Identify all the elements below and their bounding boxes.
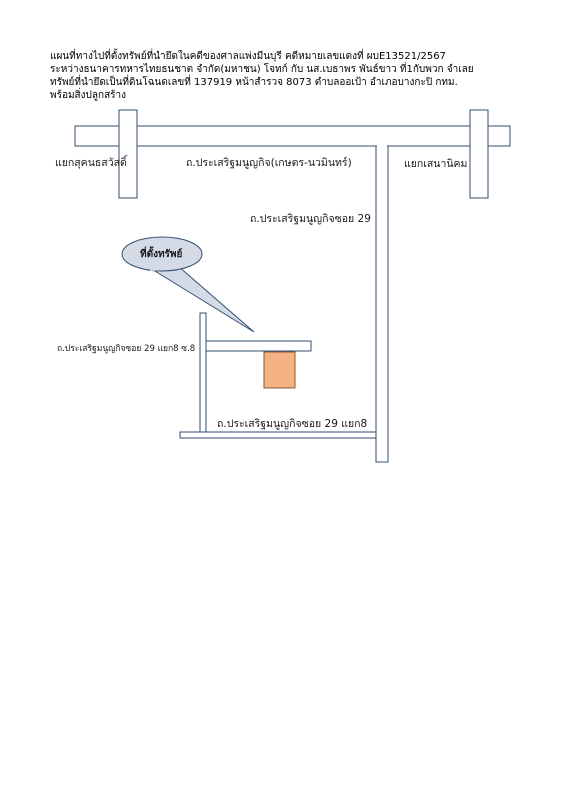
callout-label: ที่ตั้งทรัพย์ [140,249,183,260]
soi-29-label: ถ.ประเสริฐมนูญกิจซอย 29 [250,213,371,225]
header-line-4: พร้อมสิ่งปลูกสร้าง [50,90,127,101]
soi-8-road [199,312,207,433]
soi-29-yaek-8-road [179,431,377,439]
right-intersection-label: แยกเสนานิคม [404,158,468,170]
header-line-3: ทรัพย์ที่นำยึดเป็นที่ดินโฉนดเลขที่ 13791… [50,77,458,88]
soi-29-road [375,145,389,463]
main-road [74,125,511,147]
soi-29-yaek-8-so-8-label: ถ.ประเสริฐมนูญกิจซอย 29 แยก8 ซ.8 [57,344,196,354]
right-cross-road [469,109,489,199]
property-access-road [205,340,312,352]
document-header: แผนที่ทางไปที่ตั้งทรัพย์ที่นำยึดในคดีของ… [50,50,520,102]
header-line-2: ระหว่างธนาคารทหารไทยธนชาต จำกัด(มหาชน) โ… [50,64,474,75]
main-road-label: ถ.ประเสริฐมนูญกิจ(เกษตร-นวมินทร์) [186,157,352,169]
header-line-1: แผนที่ทางไปที่ตั้งทรัพย์ที่นำยึดในคดีของ… [50,51,446,62]
property-marker [263,351,296,389]
soi-29-yaek-8-label: ถ.ประเสริฐมนูญกิจซอย 29 แยก8 [217,418,368,430]
callout-bubble [121,236,203,272]
left-intersection-label: แยกสุคนธสวัสดิ์ [55,157,127,169]
